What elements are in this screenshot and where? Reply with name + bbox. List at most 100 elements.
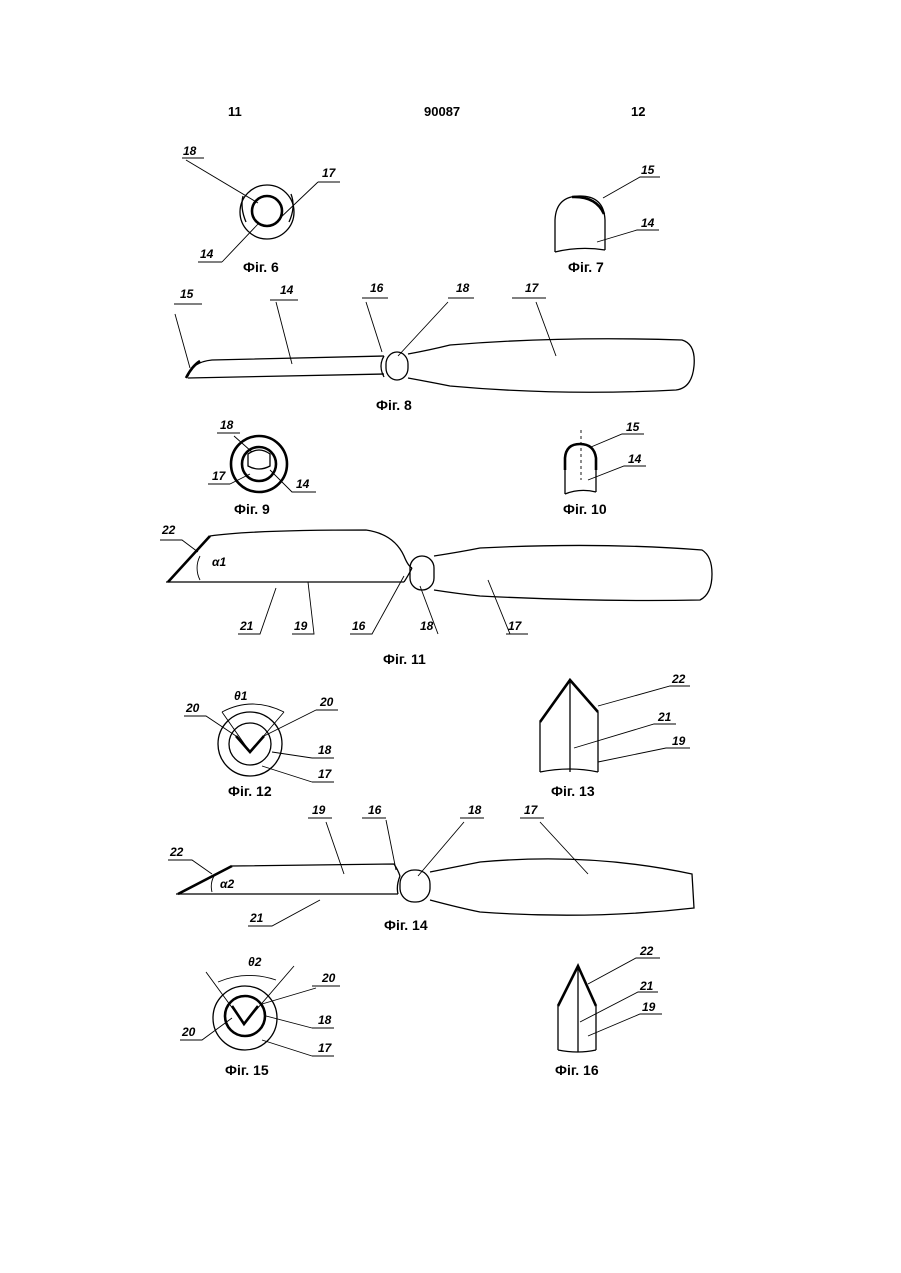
figure-6: 18 17 14 Фіг. 6 (182, 144, 340, 275)
caption-fig-14: Фіг. 14 (384, 917, 428, 933)
blade-base (555, 248, 605, 252)
cutting-edge (168, 536, 210, 582)
ref-15: 15 (180, 287, 194, 301)
blade-base (565, 490, 596, 494)
ref-17: 17 (524, 803, 539, 817)
caption-fig-10: Фіг. 10 (563, 501, 607, 517)
figure-10: 15 14 Фіг. 10 (563, 420, 646, 517)
ref-20: 20 (181, 1025, 196, 1039)
leader-line (160, 540, 198, 552)
handle (408, 339, 694, 392)
leader-line (591, 434, 644, 447)
v-blade-section (232, 1006, 258, 1024)
v-blade-outline (540, 680, 598, 772)
blade-top (188, 356, 384, 376)
blade-top (232, 864, 400, 876)
angle-alpha-1: α1 (212, 555, 226, 569)
leader-line (512, 298, 556, 356)
caption-fig-11: Фіг. 11 (383, 651, 426, 667)
caption-fig-12: Фіг. 12 (228, 783, 272, 799)
ref-21: 21 (239, 619, 254, 633)
ferrule (386, 352, 408, 380)
leader-line (603, 177, 660, 198)
figure-15: θ2 20 18 20 17 Фіг. 15 (180, 955, 340, 1078)
ref-16: 16 (352, 619, 366, 633)
ref-18: 18 (456, 281, 470, 295)
handle (434, 545, 712, 600)
ref-19: 19 (312, 803, 326, 817)
leader-line (362, 298, 388, 352)
cutting-edge (572, 197, 604, 214)
ref-15: 15 (641, 163, 655, 177)
leader-line (262, 986, 340, 1004)
leader-line (174, 304, 202, 368)
ferrule (400, 870, 430, 902)
cutting-edge (558, 966, 596, 1006)
ref-14: 14 (628, 452, 642, 466)
ref-22: 22 (639, 944, 654, 958)
cutting-edge (186, 361, 200, 378)
leader-line (186, 160, 258, 203)
leader-line (184, 716, 236, 736)
ref-14: 14 (296, 477, 310, 491)
blade-outline (242, 196, 246, 222)
ref-17: 17 (508, 619, 523, 633)
ref-14: 14 (200, 247, 214, 261)
ferrule-circle (252, 196, 282, 226)
caption-fig-7: Фіг. 7 (568, 259, 604, 275)
cutting-edge (565, 444, 596, 470)
ref-20: 20 (321, 971, 336, 985)
figure-12: θ1 20 20 18 17 Фіг. 12 (184, 689, 338, 799)
ref-17: 17 (318, 1041, 333, 1055)
figure-8: 15 14 16 18 17 Фіг. 8 (174, 281, 694, 413)
caption-fig-13: Фіг. 13 (551, 783, 595, 799)
leader-line (598, 748, 690, 762)
blade-base (540, 769, 598, 772)
ref-17: 17 (525, 281, 540, 295)
leader-line (398, 298, 474, 356)
leader-line (598, 686, 690, 706)
ref-15: 15 (626, 420, 640, 434)
leader-line (278, 182, 340, 220)
ref-22: 22 (169, 845, 184, 859)
ref-20: 20 (319, 695, 334, 709)
ref-21: 21 (639, 979, 654, 993)
leader-line (362, 818, 396, 870)
leader-line (520, 818, 588, 874)
angle-theta-1: θ1 (234, 689, 248, 703)
handle (430, 859, 694, 915)
angle-arc (197, 556, 200, 580)
ref-16: 16 (370, 281, 384, 295)
figure-13: 22 21 19 Фіг. 13 (540, 672, 690, 799)
leader-line (168, 860, 212, 874)
caption-fig-8: Фіг. 8 (376, 397, 412, 413)
angle-arc (211, 876, 214, 892)
ref-22: 22 (161, 523, 176, 537)
cutting-edge (540, 680, 598, 722)
figure-11: 22 α1 21 19 16 18 17 Фіг. 11 (160, 523, 712, 667)
ref-17: 17 (212, 469, 227, 483)
blade-bottom (188, 374, 384, 378)
angle-theta-2: θ2 (248, 955, 262, 969)
ref-19: 19 (294, 619, 308, 633)
bolster (404, 568, 412, 582)
ferrule-circle (229, 723, 271, 765)
ref-18: 18 (220, 418, 234, 432)
angle-arc (218, 975, 276, 982)
leader-line (270, 300, 298, 364)
angle-alpha-2: α2 (220, 877, 234, 891)
leader-line (597, 230, 659, 242)
ref-21: 21 (249, 911, 264, 925)
blade-base (558, 1050, 596, 1052)
ref-21: 21 (657, 710, 672, 724)
v-blade-outline (558, 966, 596, 1052)
figure-7: 15 14 Фіг. 7 (555, 163, 660, 275)
ref-16: 16 (368, 803, 382, 817)
leader-line (574, 724, 676, 748)
ref-19: 19 (642, 1000, 656, 1014)
caption-fig-15: Фіг. 15 (225, 1062, 269, 1078)
handle-end-circle (218, 712, 282, 776)
caption-fig-16: Фіг. 16 (555, 1062, 599, 1078)
figure-14: 19 16 18 17 22 α2 21 Фіг. 14 (168, 803, 694, 933)
